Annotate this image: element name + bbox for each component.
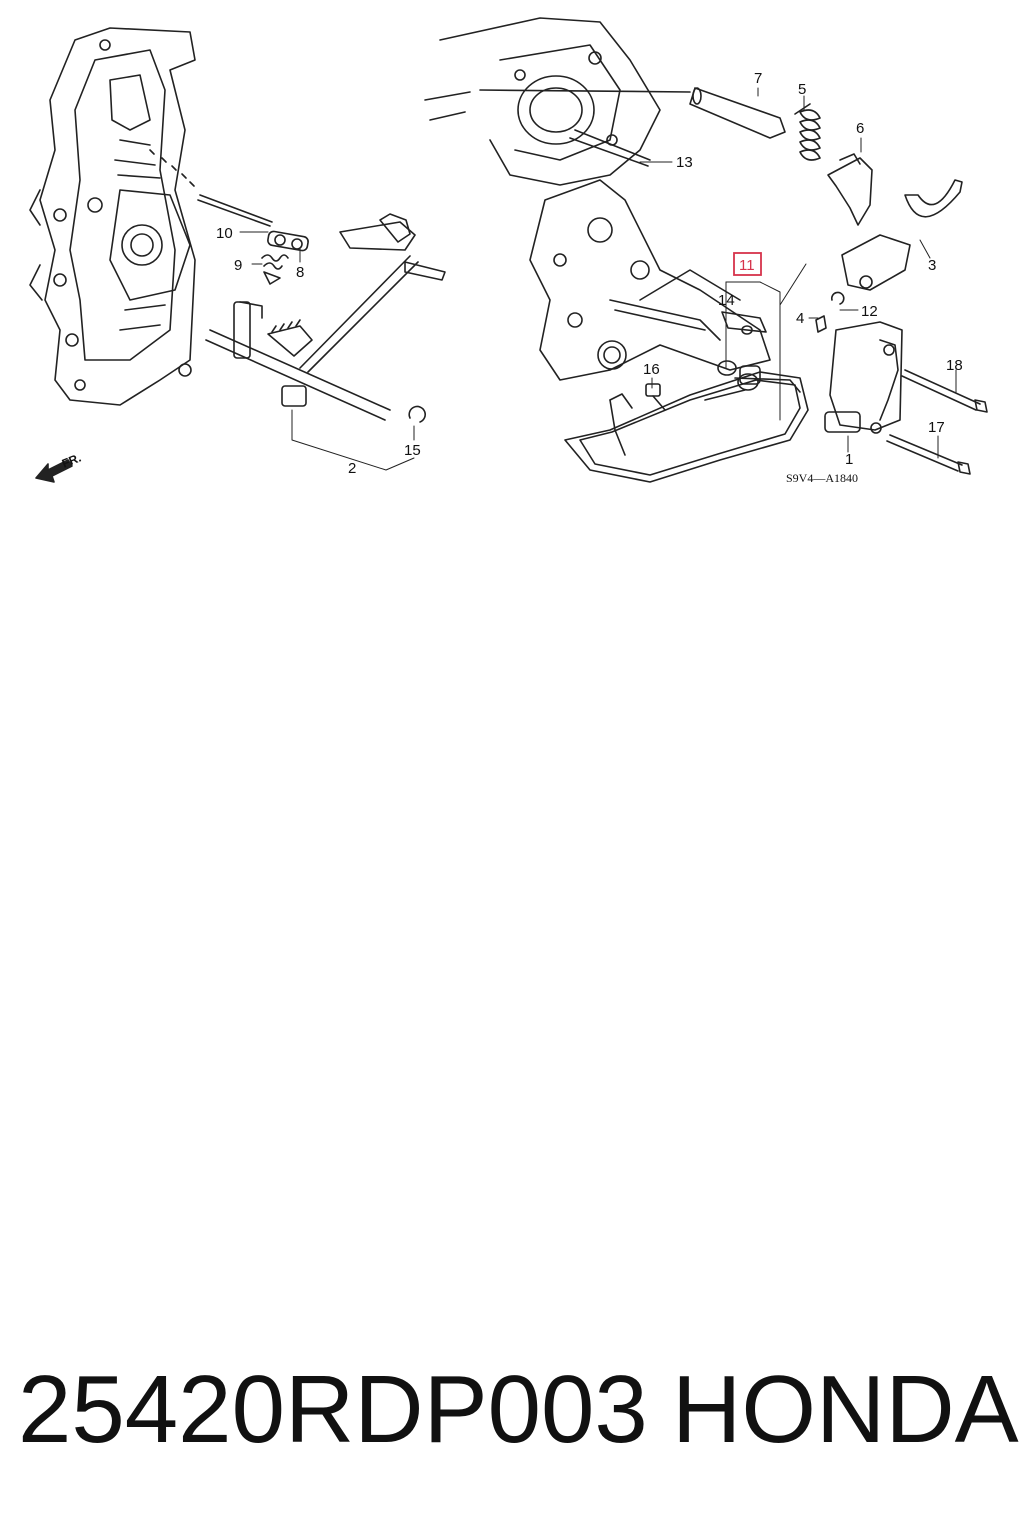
transmission-case-left	[29, 27, 196, 406]
callout-7[interactable]: 7	[754, 70, 762, 87]
shift-fork-parts	[645, 87, 988, 475]
drawing-code: S9V4—A1840	[786, 471, 858, 485]
part-number: 25420RDP003	[18, 1356, 648, 1463]
callout-6[interactable]: 6	[856, 120, 864, 137]
callout-2[interactable]: 2	[348, 460, 356, 477]
callout-18[interactable]: 18	[946, 357, 963, 374]
brand-name: HONDA	[672, 1356, 1019, 1463]
callout-1[interactable]: 1	[845, 451, 853, 468]
shift-shaft-assembly	[197, 194, 446, 423]
callout-11-highlight-box	[733, 252, 762, 276]
callout-8[interactable]: 8	[296, 264, 304, 281]
callout-11[interactable]: 11	[739, 257, 755, 274]
callout-14[interactable]: 14	[718, 292, 735, 309]
callout-15[interactable]: 15	[404, 442, 421, 459]
callout-5[interactable]: 5	[798, 81, 806, 98]
callout-16[interactable]: 16	[643, 361, 660, 378]
transmission-case-right	[424, 17, 771, 381]
product-caption: 25420RDP003 HONDA	[0, 1355, 1024, 1465]
filter-pan-assembly	[564, 371, 809, 483]
callout-4[interactable]: 4	[796, 310, 804, 327]
callout-10[interactable]: 10	[216, 225, 233, 242]
parts-diagram: 1 2 3 4 5 6 7 8 9 10 11 12 13 14 15 16 1…	[29, 17, 988, 485]
callout-3[interactable]: 3	[928, 257, 936, 274]
front-direction-label: FR.	[60, 451, 83, 471]
callout-9[interactable]: 9	[234, 257, 242, 274]
callout-17[interactable]: 17	[928, 419, 945, 436]
front-direction-arrow-icon	[35, 459, 73, 483]
leader-lines	[239, 87, 957, 471]
callout-12[interactable]: 12	[861, 303, 878, 320]
callout-13[interactable]: 13	[676, 154, 693, 171]
